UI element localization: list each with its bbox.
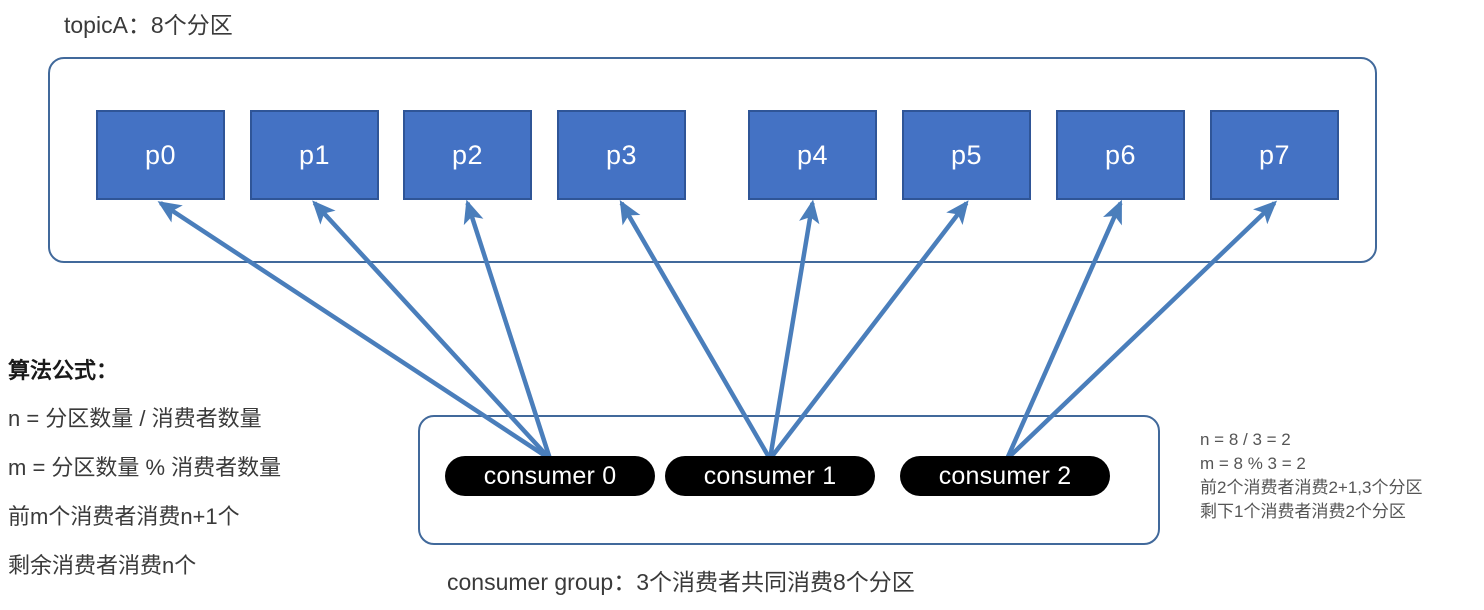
partition-box-p3: p3 xyxy=(557,110,686,200)
result-line-first: 前2个消费者消费2+1,3个分区 xyxy=(1200,478,1423,497)
partition-box-p5: p5 xyxy=(902,110,1031,200)
result-line-m: m = 8 % 3 = 2 xyxy=(1200,454,1306,473)
formula-line-m: m = 分区数量 % 消费者数量 xyxy=(8,455,282,480)
partition-box-p6: p6 xyxy=(1056,110,1185,200)
result-line-n: n = 8 / 3 = 2 xyxy=(1200,430,1291,449)
consumer-pill-2: consumer 2 xyxy=(900,456,1110,496)
formula-line-n: n = 分区数量 / 消费者数量 xyxy=(8,406,262,431)
partition-box-p0: p0 xyxy=(96,110,225,200)
formula-title: 算法公式： xyxy=(8,358,119,383)
partition-box-p1: p1 xyxy=(250,110,379,200)
algorithm-formula-block: 算法公式： n = 分区数量 / 消费者数量 m = 分区数量 % 消费者数量 … xyxy=(8,353,338,597)
result-line-rest: 剩下1个消费者消费2个分区 xyxy=(1200,502,1406,521)
consumer-group-caption: consumer group：3个消费者共同消费8个分区 xyxy=(447,569,915,595)
formula-line-rest: 剩余消费者消费n个 xyxy=(8,553,197,578)
partition-box-p4: p4 xyxy=(748,110,877,200)
worked-example-block: n = 8 / 3 = 2 m = 8 % 3 = 2 前2个消费者消费2+1,… xyxy=(1200,428,1480,524)
partition-box-p7: p7 xyxy=(1210,110,1339,200)
partition-box-p2: p2 xyxy=(403,110,532,200)
consumer-pill-1: consumer 1 xyxy=(665,456,875,496)
topic-title: topicA：8个分区 xyxy=(64,12,233,38)
consumer-pill-0: consumer 0 xyxy=(445,456,655,496)
formula-line-first-m: 前m个消费者消费n+1个 xyxy=(8,504,240,529)
